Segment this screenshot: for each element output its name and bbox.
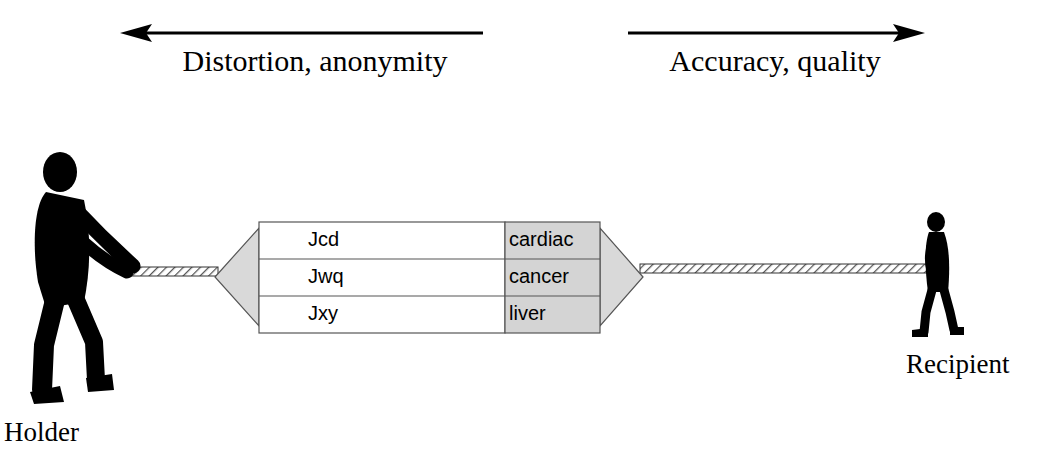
table-cell: cardiac — [509, 228, 599, 250]
table-rule — [259, 295, 600, 296]
table-end — [215, 228, 259, 326]
arrow-head — [120, 24, 152, 42]
arrow-shaft — [628, 32, 905, 35]
direction-arrow — [120, 24, 483, 42]
axis-label: Accuracy, quality — [610, 44, 940, 77]
direction-arrow — [628, 24, 925, 42]
table-rule — [259, 258, 600, 259]
arrow-head — [893, 24, 925, 42]
party-label: Holder — [4, 418, 124, 448]
axis-label: Distortion, anonymity — [120, 44, 510, 77]
holder-figure — [30, 152, 133, 404]
data-table — [259, 222, 600, 333]
table-cell: Jcd — [308, 228, 498, 250]
party-label: Recipient — [906, 350, 1053, 380]
recipient-figure — [912, 212, 964, 337]
arrow-shaft — [140, 32, 483, 35]
table-column — [505, 222, 600, 333]
table-cell: cancer — [509, 265, 599, 287]
table-cell: liver — [509, 302, 599, 324]
rope — [130, 267, 218, 276]
table-column — [259, 222, 505, 333]
table-cell: Jwq — [308, 265, 498, 287]
table-end — [600, 228, 643, 326]
table-cell: Jxy — [308, 302, 498, 324]
rope — [640, 264, 932, 273]
